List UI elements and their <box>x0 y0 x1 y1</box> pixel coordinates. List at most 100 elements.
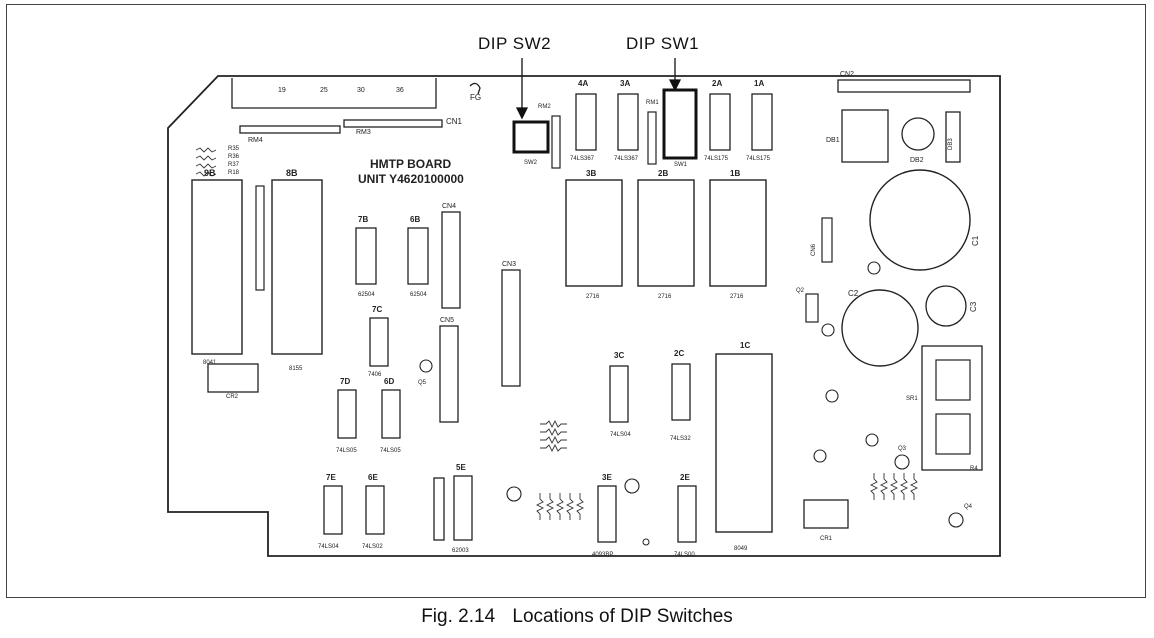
chip-8b-label: 8155 <box>289 366 303 372</box>
chip-1b-label: 2716 <box>730 294 744 300</box>
chip-7c-id: 7C <box>372 305 382 314</box>
diode-bridge-db1 <box>841 109 889 163</box>
capacitor-c1 <box>869 169 971 271</box>
capacitor-c17 <box>867 261 881 275</box>
capacitor-c2 <box>841 289 919 367</box>
chip-1b-id: 1B <box>730 169 740 178</box>
label-c3: C3 <box>969 301 978 312</box>
capacitor-c4 <box>825 389 839 403</box>
label-q2: Q3 <box>898 446 907 452</box>
callout-dip-sw1: DIP SW1 <box>626 34 700 53</box>
label-cr2: CR2 <box>226 394 239 400</box>
board-unit: UNIT Y4620100000 <box>358 172 464 186</box>
chip-3b <box>565 179 623 287</box>
label-rm3: RM3 <box>356 129 371 136</box>
arrowhead-dip-sw1 <box>668 79 682 92</box>
label-c2: C2 <box>848 289 859 298</box>
chip-2b-label: 2716 <box>658 294 672 300</box>
relay-sr1-coil-a <box>935 359 971 401</box>
resistor-group-r39-r43 <box>535 493 585 520</box>
chip-3e-id: 3E <box>602 473 612 482</box>
chip-9b <box>191 179 243 355</box>
chip-9b-id: 9B <box>204 168 216 178</box>
label-sw1: SW1 <box>674 162 688 168</box>
label-db1: DB1 <box>826 137 840 144</box>
label-db2: DB2 <box>910 157 924 164</box>
transistor-q1 <box>805 293 819 323</box>
label-cn3: CN3 <box>502 261 516 268</box>
chip-3c <box>609 365 629 423</box>
capacitor-c21 <box>865 433 879 447</box>
label-cn2: CN2 <box>840 71 854 78</box>
label-cn4: CN4 <box>442 203 456 210</box>
callout-dip-sw2: DIP SW2 <box>478 34 552 53</box>
relay-sr1-coil-b <box>935 413 971 455</box>
label-rm1: RM1 <box>646 100 659 106</box>
chip-9b-label: 8041 <box>203 360 217 366</box>
chip-7d-label: 74LS05 <box>336 448 357 454</box>
transistor-q2 <box>894 454 910 470</box>
chip-7d <box>337 389 357 439</box>
capacitor-c7 <box>624 478 640 494</box>
label-fg: FG <box>470 93 481 102</box>
resistor-symbols-left <box>195 147 217 177</box>
chip-6b-label: 62504 <box>410 292 427 298</box>
label-db3: DB3 <box>948 138 954 150</box>
label-rm2: RM2 <box>538 104 551 110</box>
resistor-network-rm5 <box>433 477 445 541</box>
chip-2c-label: 74LS32 <box>670 436 691 442</box>
chip-6b-id: 6B <box>410 215 420 224</box>
chip-5e-id: 5E <box>456 463 466 472</box>
label-cn1: CN1 <box>446 117 463 126</box>
connector-cn3 <box>501 269 521 387</box>
board-title: HMTP BOARD <box>370 157 451 171</box>
transistor-q3 <box>948 512 964 528</box>
cn1-pin-19: 19 <box>278 87 286 94</box>
chip-2c-id: 2C <box>674 349 684 358</box>
label-cn6: CN6 <box>811 243 817 256</box>
chip-6d-id: 6D <box>384 377 394 386</box>
cn1-pin-30: 30 <box>357 87 365 94</box>
chip-6e-id: 6E <box>368 473 378 482</box>
chip-1c <box>715 353 773 533</box>
chip-8b-id: 8B <box>286 168 298 178</box>
chip-6b <box>407 227 429 285</box>
cn1-connector <box>231 78 443 134</box>
transistor-q5 <box>419 359 433 373</box>
chip-7e <box>323 485 343 535</box>
label-sr1: SR1 <box>906 396 918 402</box>
chip-5e-label: 62003 <box>452 548 469 554</box>
figure-caption: Fig. 2.14 Locations of DIP Switches <box>0 606 1154 628</box>
chip-7c-label: 7406 <box>368 372 382 378</box>
label-c1: C1 <box>971 235 980 246</box>
chip-6e <box>365 485 385 535</box>
capacitor-c5 <box>813 449 827 463</box>
diode-db3 <box>945 111 961 163</box>
chip-2a-label: 74LS175 <box>704 156 729 162</box>
connector-cn2 <box>837 79 971 93</box>
chip-1a-label: 74LS175 <box>746 156 771 162</box>
resistor-group-right <box>869 473 919 500</box>
dip-switch-sw1 <box>662 88 698 160</box>
chip-1a-id: 1A <box>754 79 764 88</box>
label-cr1: CR1 <box>820 536 833 542</box>
diode-bridge-db2 <box>901 117 935 151</box>
label-r36: R36 <box>228 154 240 160</box>
chip-2b-id: 2B <box>658 169 668 178</box>
label-q1: Q2 <box>796 288 805 294</box>
label-r37: R37 <box>228 162 240 168</box>
chip-3b-label: 2716 <box>586 294 600 300</box>
label-r35: R35 <box>228 146 240 152</box>
callout-arrows <box>515 58 682 120</box>
connector-cn6 <box>821 217 833 263</box>
chip-8b <box>271 179 323 355</box>
chip-3a-label: 74LS367 <box>614 156 639 162</box>
relay-cr1 <box>803 499 849 529</box>
chip-6e-label: 74LS02 <box>362 544 383 550</box>
chip-3a-id: 3A <box>620 79 630 88</box>
chip-6d-label: 74LS05 <box>380 448 401 454</box>
resistor-network-rm <box>255 185 265 291</box>
cn1-pin-25: 25 <box>320 87 328 94</box>
chip-7b <box>355 227 377 285</box>
capacitor-c3 <box>925 285 967 327</box>
